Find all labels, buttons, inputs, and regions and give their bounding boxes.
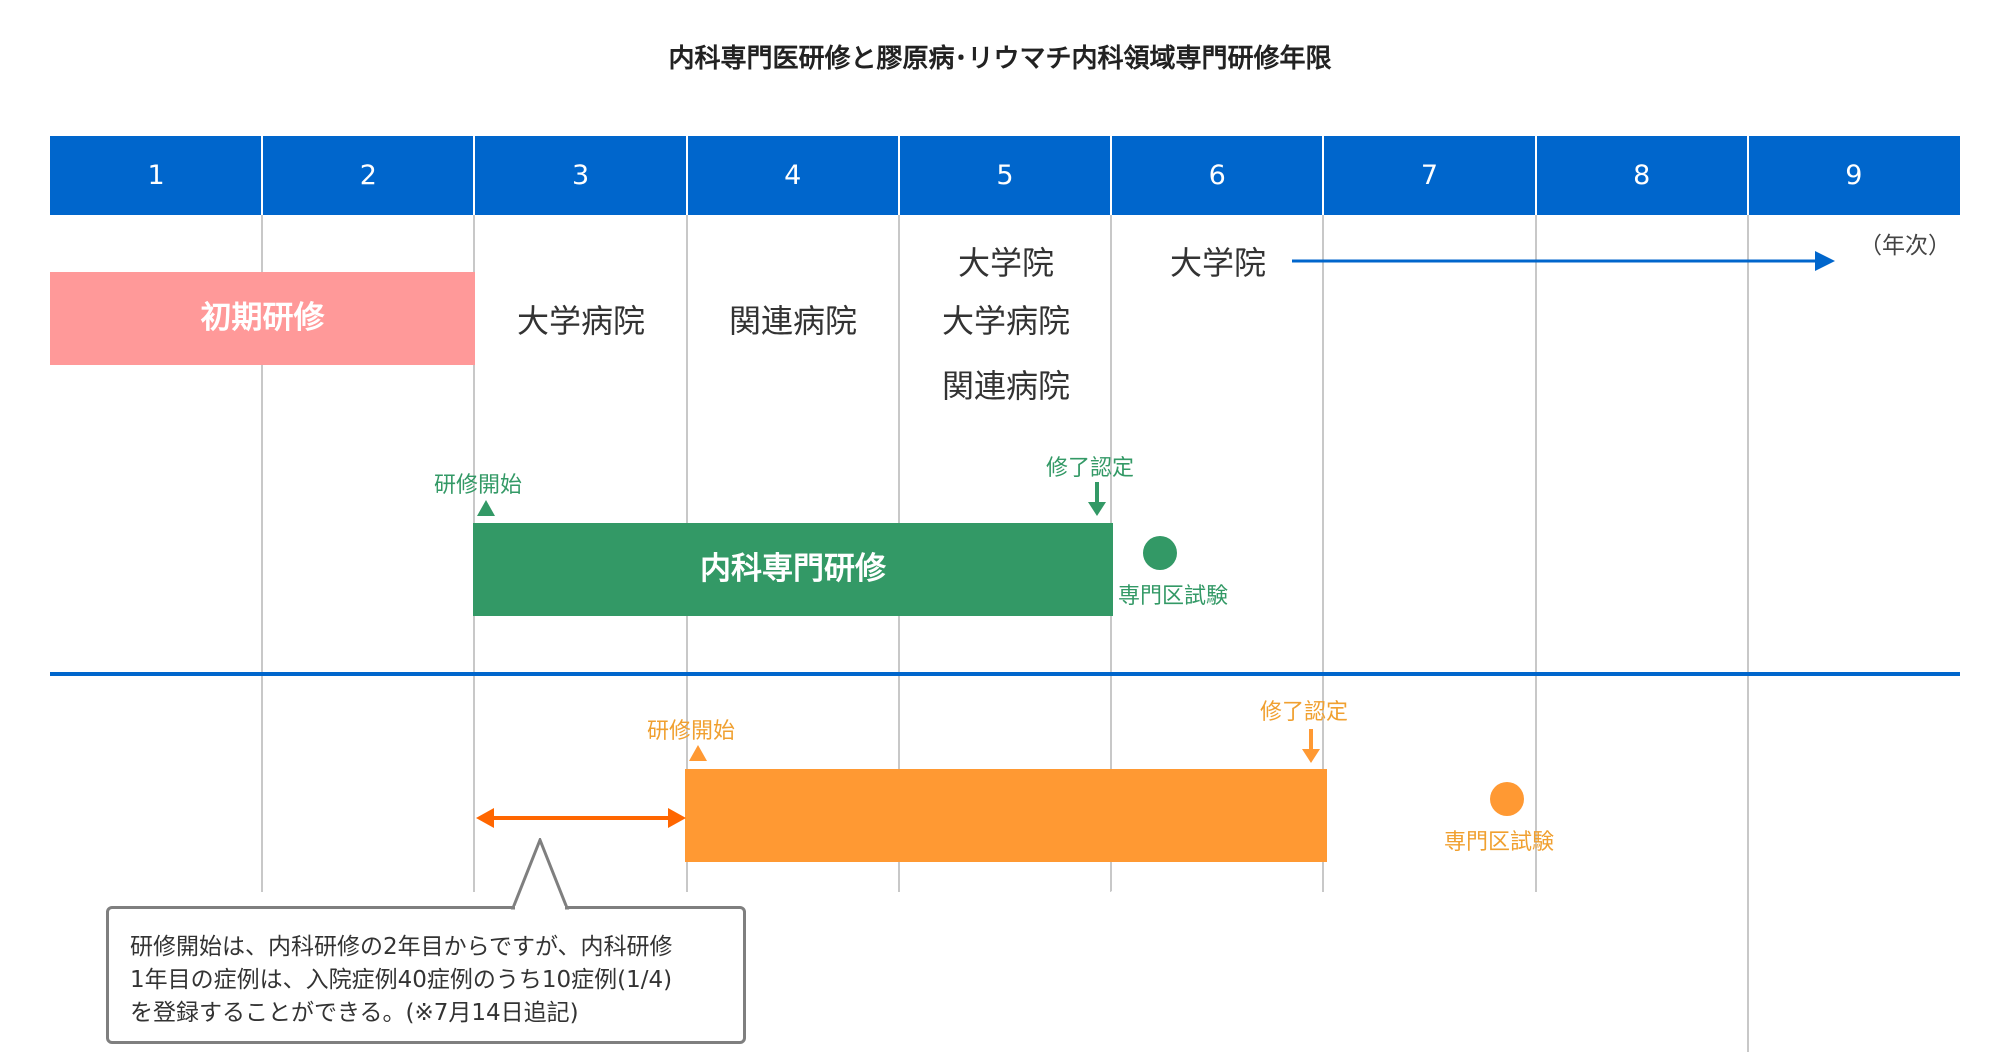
diagram-title: 内科専門医研修と膠原病･リウマチ内科領域専門研修年限: [668, 44, 1332, 74]
year-separator: [897, 136, 900, 215]
place-year4: 関連病院: [728, 302, 857, 340]
year-cell-8: 8: [1633, 160, 1651, 191]
note-line-2: 1年目の症例は、入院症例40症例のうち10症例(1/4): [130, 967, 673, 993]
year-cell-9: 9: [1845, 160, 1863, 191]
rh-start-marker: [689, 745, 707, 761]
internal-medicine-training-label: 内科専門研修: [700, 551, 886, 587]
rh-exam-dot: [1490, 782, 1524, 816]
internal-medicine-training-bar: 内科専門研修: [473, 523, 1113, 616]
rh-completion-down-arrow: [1302, 729, 1320, 763]
year-gridline: [261, 215, 264, 892]
year-cell-2: 2: [359, 160, 377, 191]
rheumatology-training-label: 膠原病･リウマチ内科領域 専門研修: [761, 890, 1273, 926]
year-separator: [473, 136, 476, 215]
year-gridline: [1322, 215, 1325, 892]
note-callout-pointer: [510, 838, 570, 910]
place-year6-graduate-school: 大学院: [1169, 244, 1266, 282]
year-cell-7: 7: [1420, 160, 1439, 191]
note-line-1: 研修開始は、内科研修の2年目からですが、内科研修: [130, 934, 673, 960]
im-exam-label: 専門区試験: [1118, 584, 1229, 609]
initial-training-bar: 初期研修: [50, 272, 475, 365]
place-year5-university-hospital: 大学病院: [941, 302, 1070, 340]
rh-start-label: 研修開始: [647, 719, 736, 744]
year-separator: [685, 136, 688, 215]
year-separator: [1322, 136, 1325, 215]
im-completion-label: 修了認定: [1046, 456, 1135, 481]
year-header: [50, 136, 1960, 215]
note-callout-box: [106, 906, 746, 1044]
year-cell-1: 1: [147, 160, 165, 191]
year-cell-4: 4: [784, 160, 802, 191]
place-year3: 大学病院: [516, 302, 645, 340]
year-gridline: [1746, 215, 1749, 1052]
year-cell-6: 6: [1208, 160, 1226, 191]
im-completion-down-arrow: [1088, 482, 1106, 516]
place-year5-graduate-school: 大学院: [957, 244, 1054, 282]
graduate-school-arrow: [1292, 251, 1835, 271]
section-divider: [50, 672, 1960, 676]
year-separator: [1534, 136, 1537, 215]
year-separator: [1746, 136, 1749, 215]
overlap-double-arrow: [476, 808, 686, 828]
year-gridline: [1534, 215, 1537, 892]
year-separator: [1110, 136, 1113, 215]
year-cell-3: 3: [571, 160, 590, 191]
year-cell-5: 5: [996, 160, 1014, 191]
rh-exam-label: 専門区試験: [1444, 830, 1555, 855]
year-separator: [261, 136, 264, 215]
im-exam-dot: [1143, 536, 1177, 570]
note-line-3: を登録することができる。(※7月14日追記): [130, 1000, 579, 1026]
initial-training-label: 初期研修: [200, 300, 325, 336]
year-unit-label: （年次）: [1859, 233, 1951, 259]
rheumatology-training-bar: 膠原病･リウマチ内科領域 専門研修: [685, 769, 1327, 926]
place-year5-affiliated-hospital: 関連病院: [941, 367, 1070, 405]
im-start-label: 研修開始: [434, 473, 523, 498]
rh-completion-label: 修了認定: [1260, 700, 1349, 725]
im-start-marker: [477, 500, 495, 516]
